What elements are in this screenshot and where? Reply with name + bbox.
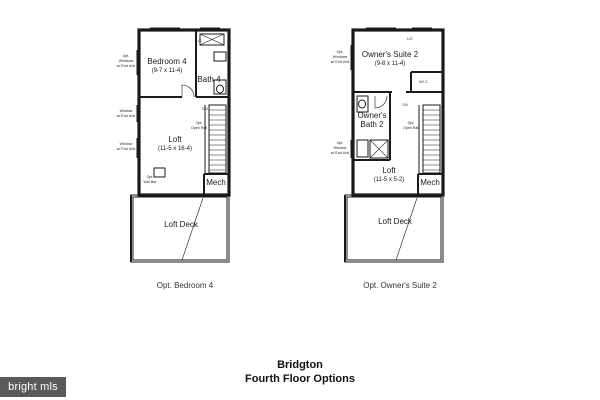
right-loft-dims: (11-5 x 5-2) (374, 177, 405, 183)
left-window-note-2: Window (120, 142, 133, 146)
right-opt-windows-note-3: w/ End Unit (331, 60, 349, 64)
left-window-note-1b: w/ End Unit (117, 114, 135, 118)
right-deck-outline (344, 194, 444, 263)
plan-subtitle: Fourth Floor Options (245, 373, 355, 385)
left-opt-windows-note-3: w/ End Unit (117, 64, 135, 68)
plan-title: Bridgton (277, 359, 323, 371)
left-open-rail-note-1: Opt. (196, 121, 203, 125)
left-window-note-2b: w/ End Unit (117, 147, 135, 151)
owners-suite-2-label: Owner's Suite 2 (362, 50, 419, 59)
left-loft-dims: (11-5 x 16-4) (158, 146, 192, 152)
right-lc-note: L/C (407, 37, 413, 41)
left-window-note-1: Window (120, 109, 133, 113)
right-plan-caption: Opt. Owner's Suite 2 (363, 281, 437, 290)
wet-bar-note-2: Wet Bar (144, 180, 158, 184)
right-opt-windows-note-1: Opt. (337, 50, 344, 54)
wic-note: W.I.C. (419, 80, 429, 84)
right-opt-window-note-3: w/ End Unit (331, 151, 349, 155)
left-dn-note: DN (202, 107, 208, 111)
bedroom-4-dims: (9-7 x 11-4) (152, 68, 183, 74)
right-open-rail-note-2: Open Rail (403, 126, 419, 130)
right-opt-window-note-1: Opt. (337, 141, 344, 145)
left-opt-windows-note-1: Opt. (123, 54, 130, 58)
right-loft-label: Loft (382, 166, 396, 175)
left-deck-label: Loft Deck (164, 220, 199, 229)
owners-suite-2-dims: (9-8 x 11-4) (375, 61, 406, 67)
wet-bar (153, 167, 166, 178)
owners-bath-2-label-1: Owner's (357, 111, 386, 120)
right-floor-plan: Owner's Suite 2 (9-8 x 11-4) Owner's Bat… (331, 27, 445, 263)
left-open-rail-note-2: Open Rail (191, 126, 207, 130)
left-plan-caption: Opt. Bedroom 4 (156, 281, 214, 290)
owners-bath-2-label-2: Bath 2 (360, 120, 384, 129)
left-lc-note: L/C (196, 39, 202, 43)
left-mech-label: Mech (206, 178, 226, 187)
right-mech-label: Mech (420, 178, 440, 187)
right-open-rail-note-1: Opt. (408, 121, 415, 125)
right-dn-note: DN (402, 103, 408, 107)
wet-bar-note-1: Opt. (147, 175, 154, 179)
left-floor-plan: Bedroom 4 (9-7 x 11-4) Bath 4 Loft (11-5… (117, 27, 231, 263)
left-opt-windows-note-2: Windows (119, 59, 134, 63)
right-deck-label: Loft Deck (378, 217, 413, 226)
bath-4-label: Bath 4 (197, 75, 221, 84)
right-opt-window-note-2: Window (334, 146, 347, 150)
bright-mls-watermark: bright mls (0, 377, 66, 397)
left-loft-label: Loft (168, 135, 182, 144)
bedroom-4-label: Bedroom 4 (147, 57, 187, 66)
right-opt-windows-note-2: Windows (333, 55, 348, 59)
